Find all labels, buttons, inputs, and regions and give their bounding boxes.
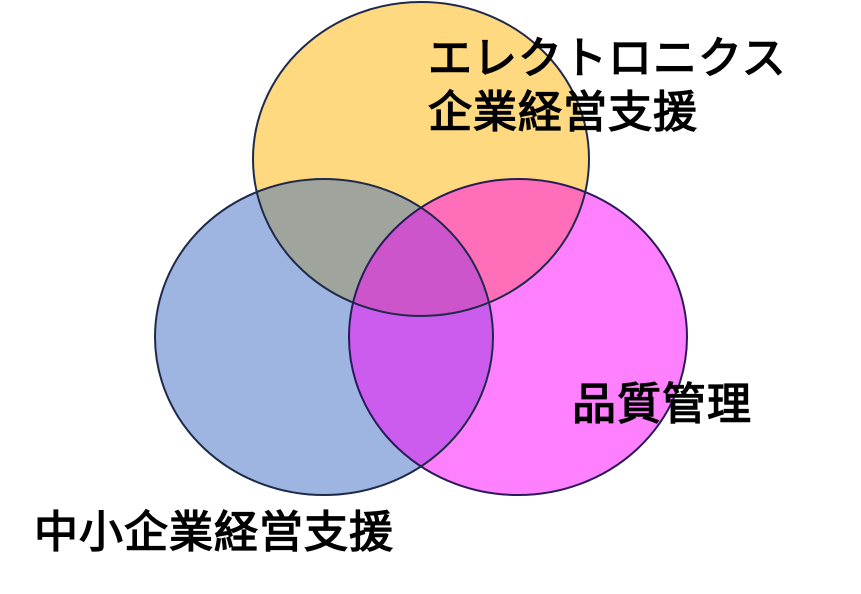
label-electronics-line2: 企業経営支援 (428, 87, 698, 138)
overlap-all (349, 179, 493, 316)
label-quality-management: 品質管理 (572, 379, 752, 430)
outline-electronics (252, 1, 590, 317)
label-sme-management: 中小企業経営支援 (34, 507, 394, 558)
outline-quality (348, 178, 688, 496)
label-electronics-management: エレクトロニクス 企業経営支援 (428, 32, 787, 140)
outline-sme (154, 178, 494, 496)
label-electronics-line1: エレクトロニクス (428, 33, 787, 84)
